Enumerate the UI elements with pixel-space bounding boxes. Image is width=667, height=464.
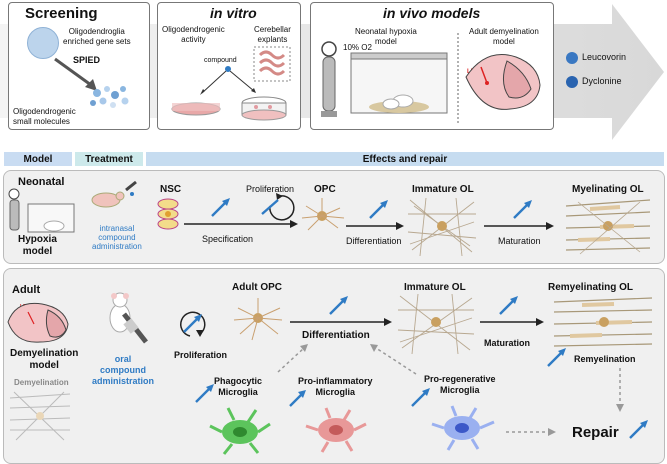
adult-title: Adult xyxy=(12,284,41,296)
molecule-dots-icon xyxy=(90,86,129,108)
hypoxia-model-label: Neonatal hypoxia model xyxy=(355,27,417,46)
legend-dot-dyclonine-icon xyxy=(566,76,578,88)
myelinating-ol-label: Myelinating OL xyxy=(572,184,644,195)
legend-label-dyclonine: Dyclonine xyxy=(582,76,622,86)
gene-sets-label: Oligodendroglia enriched gene sets xyxy=(63,27,131,46)
maturation-label-adult: Maturation xyxy=(484,338,530,348)
differentiation-label-neonatal: Differentiation xyxy=(346,236,402,246)
legend-dot-leucovorin-icon xyxy=(566,52,578,64)
immature-ol-label-neonatal: Immature OL xyxy=(412,184,474,195)
treatment-bar: Treatment xyxy=(75,152,143,166)
spied-label: SPIED xyxy=(73,55,101,65)
specification-label: Specification xyxy=(202,234,254,244)
nsc-label: NSC xyxy=(160,184,182,195)
screening-arrow xyxy=(54,57,97,91)
small-molecules-label: Oligodendrogenic small molecules xyxy=(13,107,76,126)
neonatal-title: Neonatal xyxy=(18,176,65,188)
intranasal-admin-text: intranasal compound administration xyxy=(92,224,142,251)
proliferation-label-neonatal: Proliferation xyxy=(246,184,295,194)
differentiation-label-adult: Differentiation xyxy=(302,330,370,341)
repair-label: Repair xyxy=(572,424,619,441)
in-vivo-title: in vivo models xyxy=(383,5,481,21)
explants-label: Cerebellar explants xyxy=(254,25,291,44)
pro-regenerative-label: Pro-regenerative Microglia xyxy=(424,374,496,395)
in-vivo-illustration xyxy=(321,33,541,125)
in-vitro-title: in vitro xyxy=(210,5,257,21)
in-vitro-illustration xyxy=(171,46,291,121)
compound-label: compound xyxy=(204,57,237,64)
demyelination-model-label: Adult demyelination model xyxy=(469,27,539,46)
opc-label: OPC xyxy=(314,184,336,195)
legend: Leucovorin Dyclonine xyxy=(560,52,660,100)
maturation-label-neonatal: Maturation xyxy=(498,236,541,246)
oral-admin-text: oral compound administration xyxy=(92,354,155,386)
phagocytic-label: Phagocytic Microglia xyxy=(214,376,263,397)
pro-inflammatory-label: Pro-inflammatory Microglia xyxy=(298,376,373,397)
pro-regenerative-microglia-icon xyxy=(431,405,495,451)
screening-panel: Screening Oligodendroglia enriched gene … xyxy=(8,2,150,130)
proliferation-label-adult: Proliferation xyxy=(174,350,228,360)
remyelinating-ol-label: Remyelinating OL xyxy=(548,282,634,293)
demyelination-model-text: Demyelination model xyxy=(10,348,79,371)
o2-label: 10% O2 xyxy=(343,43,372,52)
screening-title: Screening xyxy=(25,5,98,22)
effects-bar: Effects and repair xyxy=(146,152,664,166)
remyelination-label: Remyelination xyxy=(574,354,636,364)
in-vivo-panel: in vivo models Neonatal hypoxia model Ad… xyxy=(310,2,554,130)
demyelination-label: Demyelination xyxy=(14,378,69,387)
hypoxia-model-text: Hypoxia model xyxy=(18,234,57,257)
immature-ol-label-adult: Immature OL xyxy=(404,282,466,293)
activity-label: Oligodendrogenic activity xyxy=(162,25,225,44)
in-vitro-panel: in vitro Oligodendrogenic activity Cereb… xyxy=(157,2,301,130)
phagocytic-microglia-icon xyxy=(209,407,271,455)
adult-opc-label: Adult OPC xyxy=(232,282,282,293)
gene-set-circle-icon xyxy=(27,27,59,59)
legend-label-leucovorin: Leucovorin xyxy=(582,52,627,62)
model-bar: Model xyxy=(4,152,72,166)
pro-inflammatory-microglia-icon xyxy=(305,407,367,453)
